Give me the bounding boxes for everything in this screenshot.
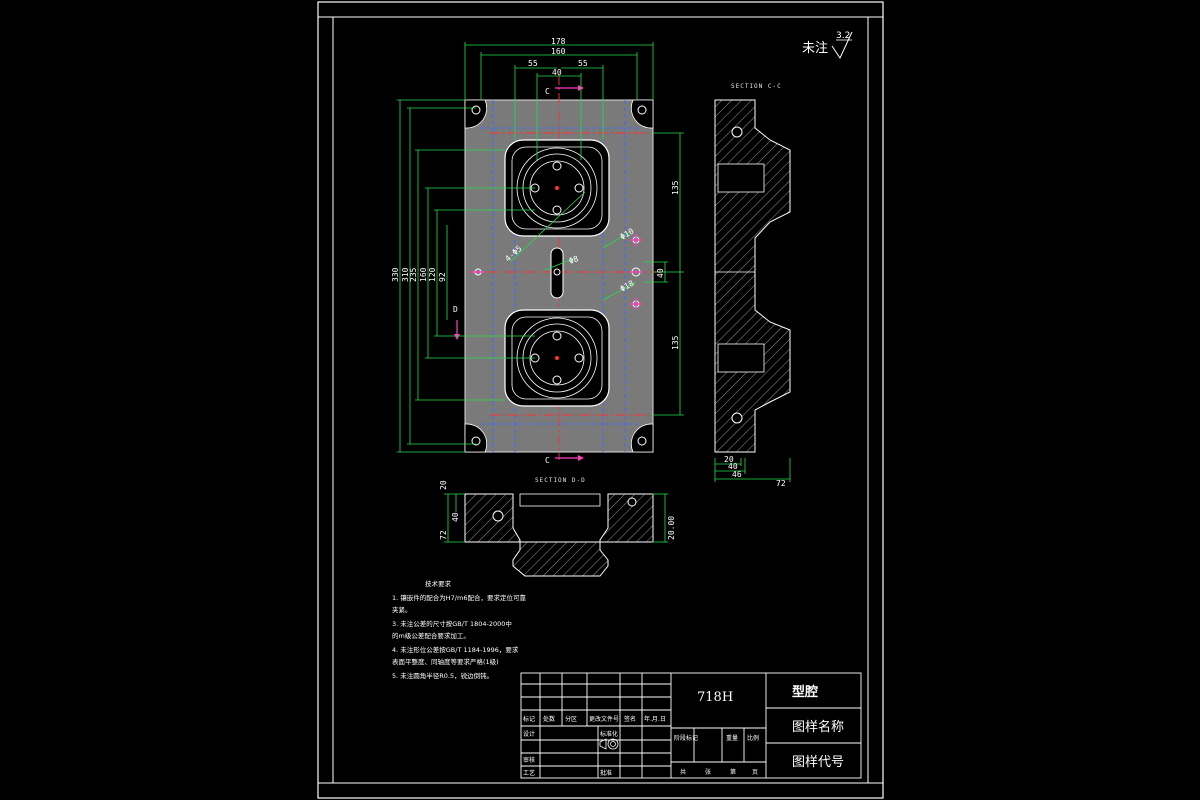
note-line-6: 表面平整度、同轴度等要求严格(1级) bbox=[392, 657, 499, 666]
stage-mark-label: 阶段标记 bbox=[674, 734, 698, 742]
cut-label-d-left: D bbox=[453, 305, 458, 314]
row-label-change-doc: 更改文件号 bbox=[589, 715, 619, 723]
dim-top-55-left: 55 bbox=[528, 59, 538, 68]
sheet-total-label: 共 bbox=[680, 768, 686, 776]
upper-cavity bbox=[504, 139, 610, 237]
title-block-text: 718H 型腔 图样名称 图样代号 标记 处数 分区 更改文件号 签名 年.月.… bbox=[523, 684, 844, 777]
projection-symbol-icon bbox=[599, 738, 619, 750]
section-d-view: SECTION D-D 20 72 40 20.00 bbox=[439, 477, 676, 577]
section-c-label: SECTION C-C bbox=[731, 83, 782, 90]
cut-label-c-bottom: C bbox=[545, 456, 550, 465]
roughness-value: 3.2 bbox=[836, 31, 850, 41]
dim-section-c-72: 72 bbox=[776, 479, 786, 488]
technical-notes: 技术要求 1. 镶嵌件的配合为H7/m6配合，要求定位可靠 夹紧。 3. 未注公… bbox=[392, 579, 526, 680]
material-label: 718H bbox=[697, 690, 733, 705]
scale-label: 比例 bbox=[747, 734, 759, 742]
dim-right-135-top: 135 bbox=[671, 180, 680, 195]
left-dimension-labels: 330 310 235 160 120 92 bbox=[391, 267, 447, 282]
note-line-3: 3. 未注公差的尺寸按GB/T 1804-2000中 bbox=[392, 619, 512, 628]
dim-left-160: 160 bbox=[419, 267, 428, 282]
right-dimensions bbox=[645, 132, 684, 416]
sheet-unit-label: 张 bbox=[705, 768, 711, 776]
right-dimension-labels: 135 135 40 bbox=[656, 180, 680, 350]
dim-section-d-20: 20 bbox=[439, 480, 448, 490]
weight-label: 重量 bbox=[726, 734, 738, 742]
note-line-5: 4. 未注形位公差按GB/T 1184-1996，要求 bbox=[392, 645, 519, 654]
section-d-label: SECTION D-D bbox=[535, 477, 586, 484]
process-label: 工艺 bbox=[523, 769, 535, 777]
note-line-1: 1. 镶嵌件的配合为H7/m6配合，要求定位可靠 bbox=[392, 593, 526, 602]
drawing-frame bbox=[317, 1, 884, 799]
dim-left-120: 120 bbox=[428, 267, 437, 282]
dim-section-d-20-00: 20.00 bbox=[667, 516, 676, 540]
surface-note: 未注 bbox=[802, 41, 828, 56]
dim-left-310: 310 bbox=[401, 267, 410, 282]
dim-left-235: 235 bbox=[409, 267, 418, 282]
row-label-zone: 分区 bbox=[565, 715, 577, 723]
callout-phi8: Φ8 bbox=[568, 254, 580, 266]
callout-leaders bbox=[509, 191, 637, 301]
dim-top-40: 40 bbox=[552, 68, 562, 77]
review-label: 审核 bbox=[523, 756, 535, 764]
row-label-date: 年.月.日 bbox=[644, 715, 666, 723]
sheet-no-label: 第 bbox=[730, 768, 736, 776]
part-name: 型腔 bbox=[792, 684, 818, 700]
top-dimension-labels: 178 160 55 55 40 bbox=[528, 37, 588, 77]
note-line-4: 的m级公差配合要求加工。 bbox=[392, 631, 470, 640]
dim-section-c-40: 40 bbox=[728, 462, 738, 471]
dim-section-c-46: 46 bbox=[732, 470, 742, 479]
note-line-2: 夹紧。 bbox=[392, 605, 412, 614]
section-c-view: SECTION C-C 20 40 46 72 bbox=[714, 83, 791, 488]
designer-label: 设计 bbox=[523, 730, 535, 738]
dim-section-c-20: 20 bbox=[724, 455, 734, 464]
plan-view bbox=[464, 75, 660, 460]
row-label-sign: 签名 bbox=[624, 715, 636, 723]
dim-right-40: 40 bbox=[656, 268, 665, 278]
cut-label-c-top: C bbox=[545, 87, 550, 96]
dim-section-d-72: 72 bbox=[439, 530, 448, 540]
dim-left-330: 330 bbox=[391, 267, 400, 282]
title-block bbox=[520, 672, 862, 779]
row-label-count: 处数 bbox=[543, 715, 555, 723]
dim-top-55-right: 55 bbox=[578, 59, 588, 68]
left-dimensions bbox=[397, 99, 535, 453]
dim-right-135-bottom: 135 bbox=[671, 335, 680, 350]
dim-top-178: 178 bbox=[551, 37, 566, 46]
row-label-mark: 标记 bbox=[523, 715, 535, 723]
dim-top-160: 160 bbox=[551, 47, 566, 56]
standardize-label: 标准化 bbox=[600, 730, 618, 738]
page-label: 页 bbox=[752, 769, 758, 776]
notes-title: 技术要求 bbox=[425, 579, 452, 588]
dim-left-92: 92 bbox=[438, 272, 447, 282]
note-line-7: 5. 未注圆角半径R0.5，锐边倒钝。 bbox=[392, 671, 493, 680]
drawing-code-label: 图样代号 bbox=[792, 755, 844, 770]
dim-section-d-40: 40 bbox=[451, 512, 460, 522]
surface-roughness-mark: 未注 3.2 bbox=[802, 31, 853, 60]
approve-label: 批准 bbox=[600, 769, 612, 777]
top-dimensions bbox=[464, 42, 654, 160]
drawing-name-label: 图样名称 bbox=[792, 719, 844, 735]
